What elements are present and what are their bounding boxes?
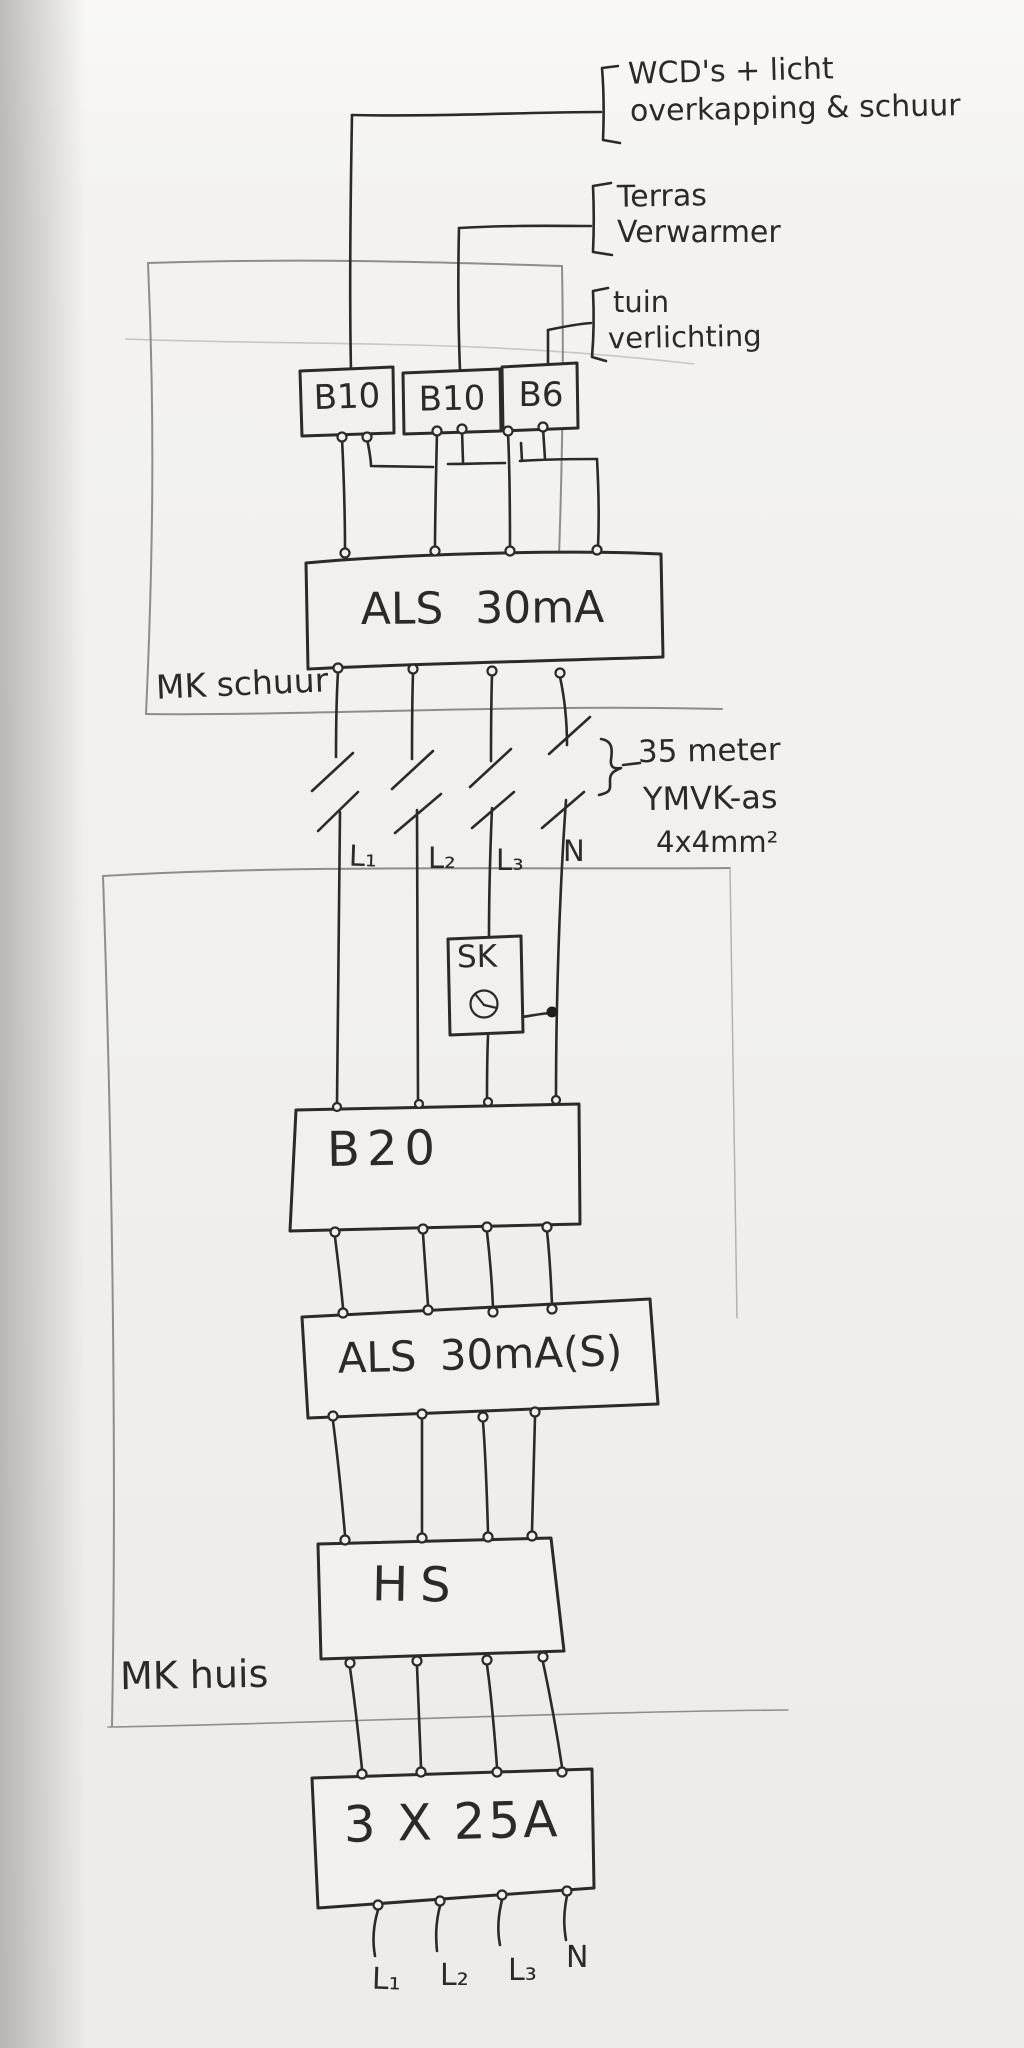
sk-switch-box [446, 934, 525, 1037]
label-mid-l1: L₁ [348, 838, 378, 874]
label-cable-length: 35 meter [637, 731, 781, 771]
label-main-fuse: 3 X 25A [342, 1790, 562, 1854]
b20-box [288, 1102, 582, 1233]
hs-to-meter-wires [348, 1660, 564, 1771]
label-rcd-schuur: ALS 30mA [360, 581, 605, 636]
label-breaker-b6: B6 [518, 375, 564, 415]
label-hs: HS [371, 1556, 464, 1614]
feed-wire-3 [546, 321, 593, 366]
label-feed1-line2: overkapping & schuur [629, 88, 961, 129]
label-feed2-line2: Verwarmer [617, 215, 781, 250]
rcd-to-hs-wires [331, 1415, 537, 1537]
label-mid-n: N [563, 834, 585, 868]
label-breaker-b10-1: B10 [312, 375, 381, 419]
label-feed1-line1: WCD's + licht [627, 51, 835, 92]
rcd-box-schuur [304, 550, 665, 671]
label-bottom-l2: L₂ [440, 1958, 469, 1993]
cable-brace [597, 737, 642, 797]
hs-box [316, 1536, 566, 1661]
label-bottom-l3: L₃ [508, 1953, 537, 1988]
rcd-box-huis [300, 1297, 660, 1420]
label-bottom-l1: L₁ [371, 1961, 402, 1998]
label-panel-huis: MK huis [119, 1651, 269, 1699]
label-sk-switch: SK [456, 938, 498, 976]
cable-break-marks [310, 715, 592, 835]
breaker-box-b6 [500, 361, 580, 433]
incoming-supply-wires [372, 1894, 569, 1958]
junction-dot [546, 1006, 558, 1018]
label-rcd-huis: ALS 30mA(S) [337, 1326, 623, 1383]
label-feed3-line1: tuin [613, 285, 670, 319]
bracket-feed-3 [590, 286, 610, 363]
bracket-feed-1 [600, 64, 622, 145]
label-bottom-n: N [566, 1940, 589, 1975]
label-mid-l2: L₂ [428, 841, 456, 875]
label-panel-schuur: MK schuur [155, 660, 329, 707]
terminal-circles [327, 421, 603, 1911]
label-breaker-b10-2: B10 [418, 378, 486, 420]
breaker-box-b10-2 [401, 367, 503, 436]
label-feed3-line2: verlichting [607, 318, 762, 356]
label-cable-type: YMVK-as [642, 777, 778, 819]
b20-to-rcd-wires [333, 1229, 554, 1310]
schuur-internal-wires [340, 426, 600, 552]
label-mid-l3: L₃ [496, 843, 524, 877]
label-feed2-line1: Terras [616, 178, 708, 215]
huis-panel-outline [102, 867, 789, 1728]
paper-crease-line [124, 338, 695, 365]
cable-run-upper [334, 670, 569, 763]
breaker-box-b10-1 [298, 365, 396, 438]
clock-icon [469, 989, 499, 1019]
feed-wire-1 [348, 110, 603, 372]
bracket-feed-2 [591, 181, 614, 257]
label-cable-size: 4x4mm² [656, 825, 779, 859]
label-b20: B20 [326, 1120, 443, 1178]
cable-run-lower [335, 798, 568, 1105]
feed-wire-2 [457, 224, 593, 373]
